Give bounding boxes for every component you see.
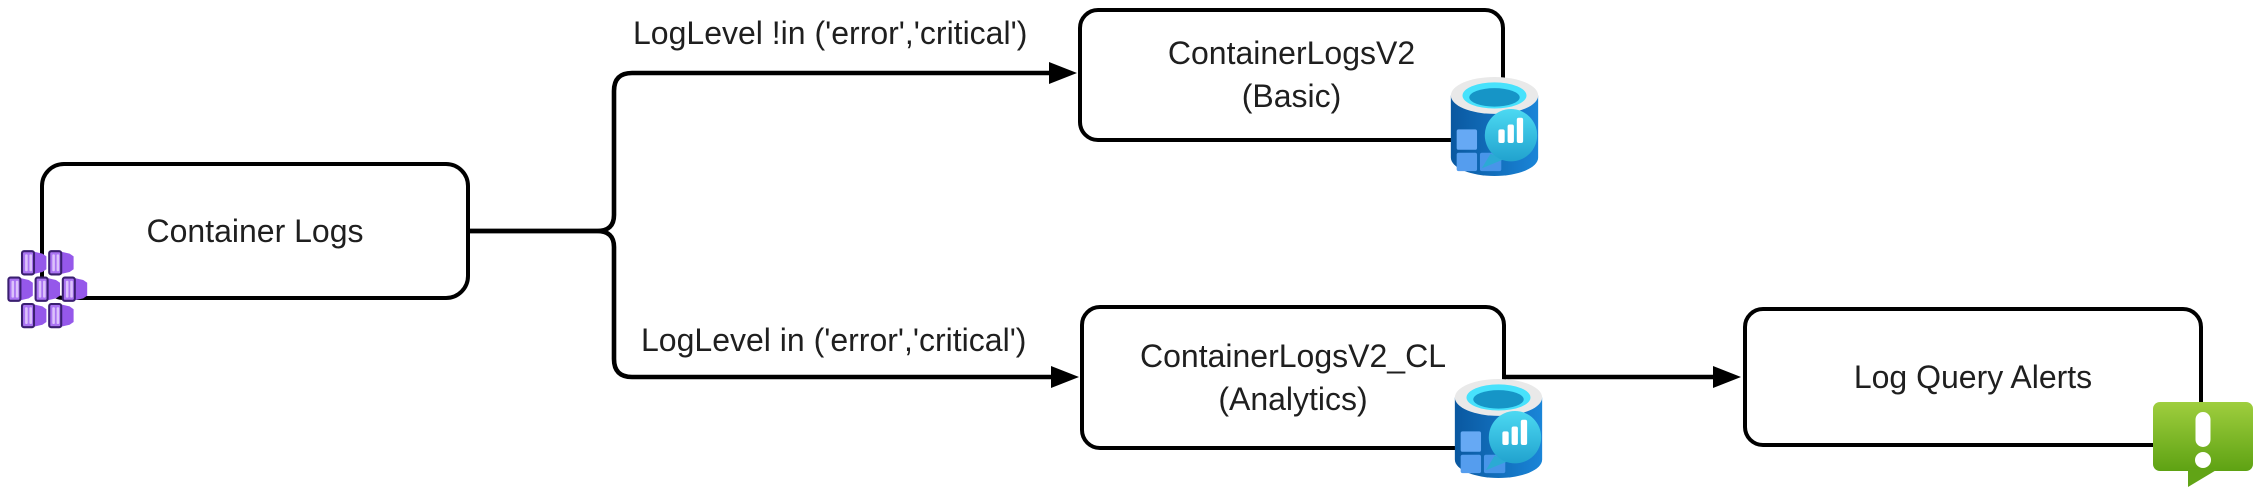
arrowhead-to-basic [1049,62,1077,84]
log-query-alert-icon [2153,402,2253,487]
node-basic-subtitle: (Basic) [1241,78,1342,114]
node-containerlogsv2-basic: ContainerLogsV2 (Basic) [1078,8,1505,142]
node-alerts-label: Log Query Alerts [1853,358,2093,395]
log-analytics-icon [1450,77,1539,176]
node-analytics-title: ContainerLogsV2_CL [1140,337,1446,374]
edge-to-basic-line [470,70,1052,234]
arrowhead-to-alerts [1713,366,1741,388]
edge-to-analytics-line [470,228,1054,380]
node-container-logs-label: Container Logs [146,212,364,249]
edge-label-loglevel-in: LogLevel in ('error','critical') [641,322,1027,358]
node-basic-title: ContainerLogsV2 [1167,35,1416,72]
node-container-logs: Container Logs [40,162,470,300]
container-instances-icon [7,250,89,329]
log-analytics-icon [1454,379,1543,478]
arrowhead-to-analytics [1051,366,1079,388]
node-containerlogsv2-cl-analytics: ContainerLogsV2_CL (Analytics) [1080,305,1506,450]
node-log-query-alerts: Log Query Alerts [1743,307,2203,447]
edge-label-loglevel-not-in: LogLevel !in ('error','critical') [633,15,1028,51]
node-analytics-subtitle: (Analytics) [1218,380,1368,417]
